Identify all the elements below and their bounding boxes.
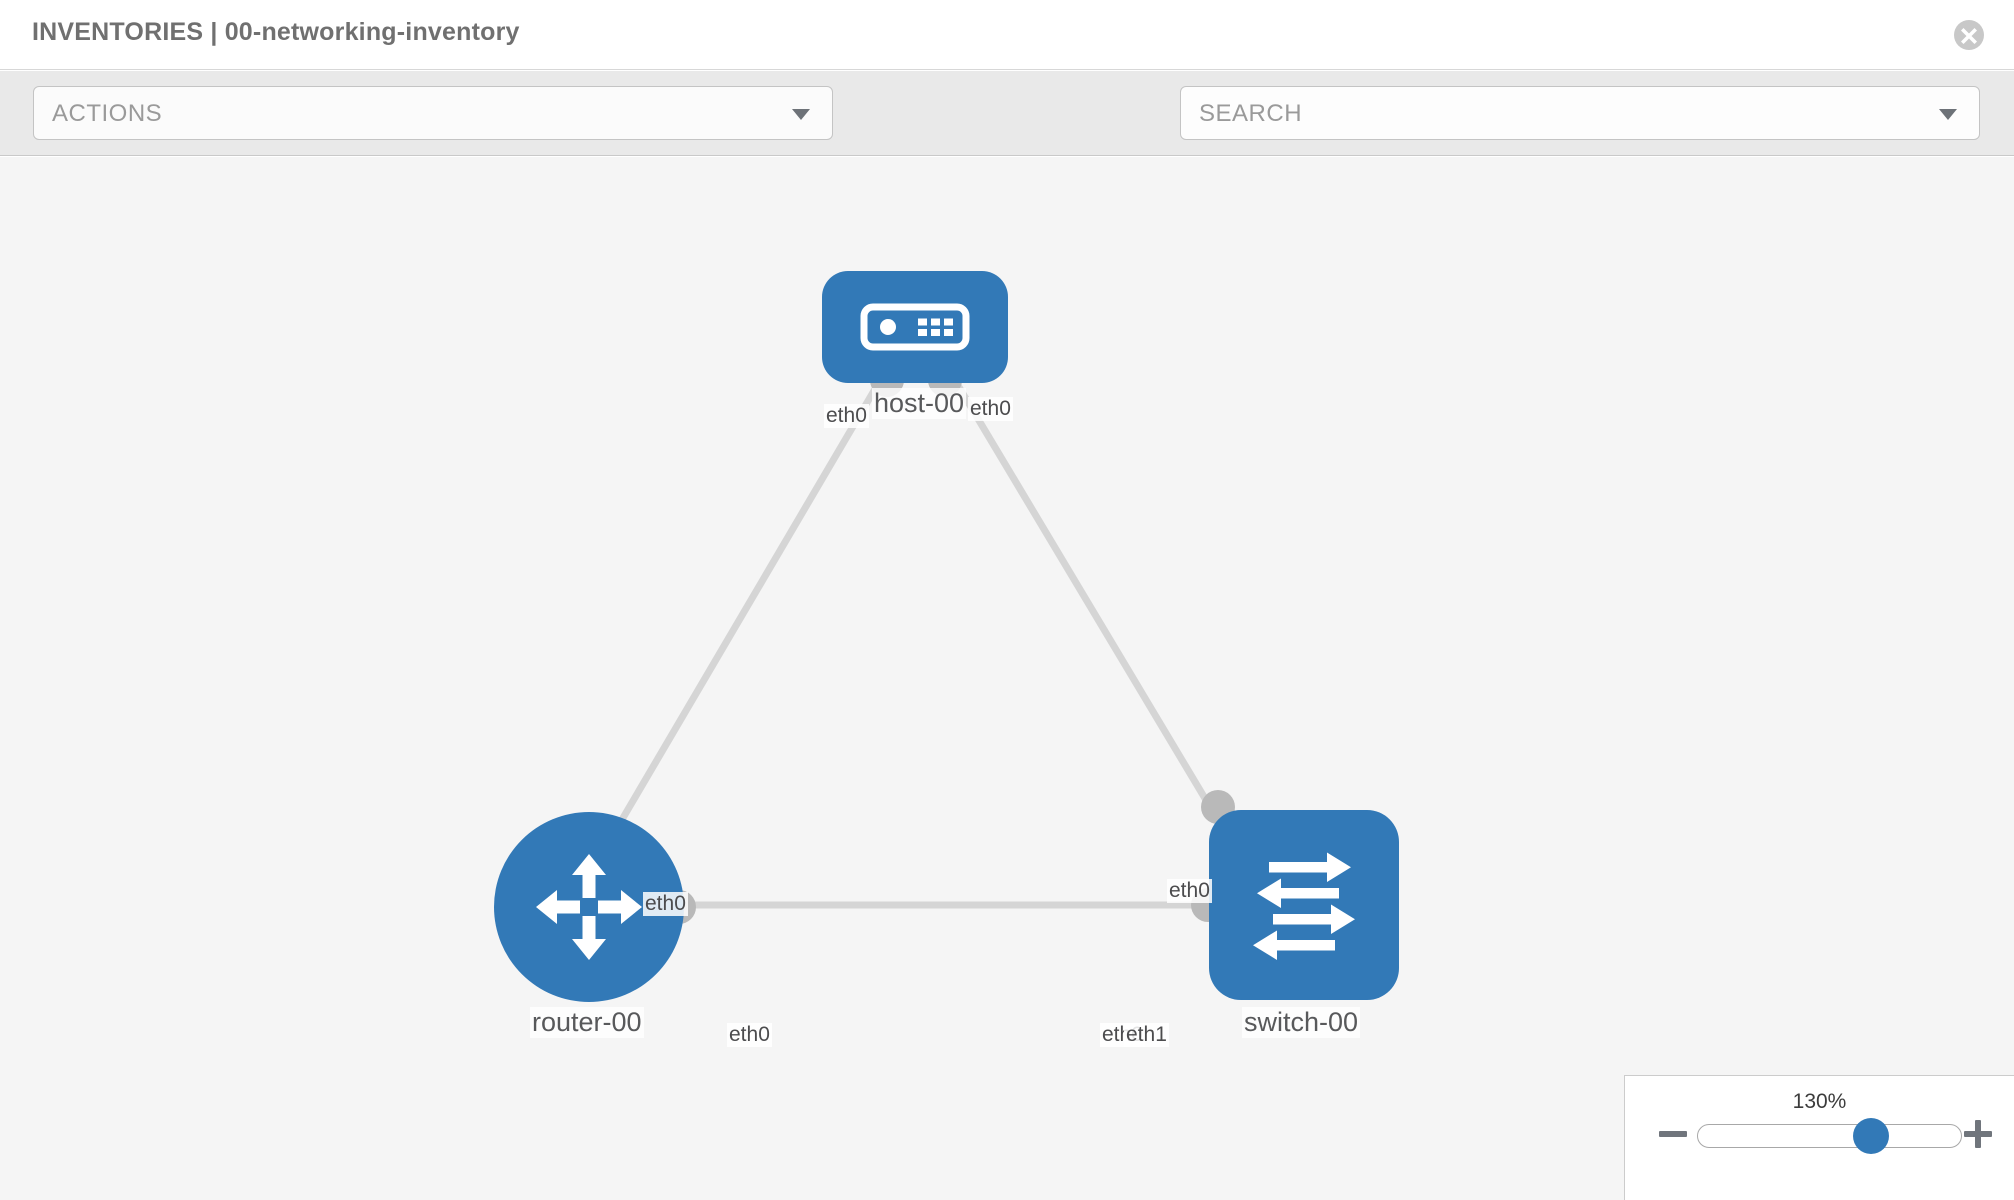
zoom-level-label: 130% <box>1792 1090 1847 1113</box>
toolbar: ACTIONS SEARCH <box>0 71 2014 204</box>
node-router-00-label: router-00 <box>530 1007 644 1038</box>
edge-label-host-right: eth0 <box>968 397 1013 421</box>
search-input[interactable]: SEARCH <box>1180 86 1980 140</box>
edge-label-switch-left-front: eth1 <box>1124 1023 1169 1047</box>
minus-icon[interactable] <box>1655 1116 1691 1152</box>
topology-edges <box>596 370 1244 909</box>
page-header: INVENTORIES | 00-networking-inventory <box>0 0 2014 70</box>
close-icon[interactable] <box>1954 20 1984 50</box>
zoom-slider-thumb[interactable] <box>1853 1118 1890 1154</box>
zoom-control-panel: 130% <box>1624 1075 2014 1200</box>
zoom-slider[interactable] <box>1697 1118 1962 1154</box>
topology-canvas[interactable]: host-00 router-00 <box>0 157 2014 1200</box>
node-switch-00-label: switch-00 <box>1242 1007 1361 1038</box>
search-input-placeholder: SEARCH <box>1199 100 1303 127</box>
chevron-down-icon <box>792 109 810 120</box>
edge-label-switch-upper: eth0 <box>1167 879 1212 903</box>
edge-label-host-left: eth0 <box>824 404 869 428</box>
actions-dropdown-label: ACTIONS <box>52 100 163 127</box>
page-title: INVENTORIES | 00-networking-inventory <box>32 18 520 46</box>
node-switch-00[interactable] <box>1191 790 1399 1000</box>
edge-host-switch <box>946 370 1244 859</box>
bidirectional-arrows-icon <box>1253 852 1355 960</box>
node-host-00-label: host-00 <box>872 388 967 419</box>
node-switch-00-shape <box>1209 810 1399 1000</box>
edge-label-router-right: eth0 <box>727 1023 772 1047</box>
server-appliance-icon <box>860 303 970 351</box>
edge-label-router-upper: eth0 <box>643 892 688 916</box>
chevron-down-icon[interactable] <box>1939 109 1957 120</box>
plus-icon[interactable] <box>1960 1116 1996 1152</box>
edge-host-router <box>596 370 889 859</box>
actions-dropdown[interactable]: ACTIONS <box>33 86 833 140</box>
node-host-00[interactable] <box>822 271 1008 397</box>
four-arrows-inward-icon <box>536 854 642 960</box>
node-host-00-shape <box>822 271 1008 383</box>
